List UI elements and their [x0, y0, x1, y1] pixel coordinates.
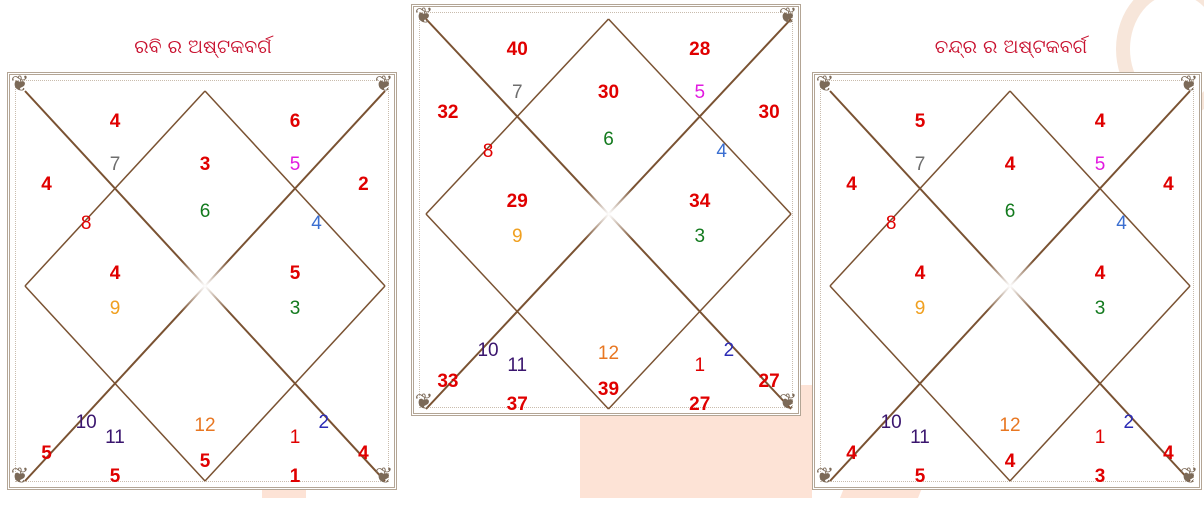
- corner-ornament-icon: ❦: [410, 3, 438, 31]
- corner-ornament-icon: ❦: [811, 463, 839, 491]
- house-bindu-score: 4: [1095, 263, 1106, 285]
- sun-chart-title: ରବି ର ଅଷ୍ଟକବର୍ଗ: [22, 36, 384, 58]
- house-sign-number: 11: [105, 427, 125, 449]
- house-bindu-score: 5: [915, 466, 926, 488]
- house-sign-number: 2: [1124, 412, 1135, 434]
- house-sign-number: 1: [1095, 427, 1106, 449]
- house-sign-number: 7: [512, 82, 523, 104]
- house-sign-number: 9: [512, 226, 523, 248]
- house-sign-number: 5: [1095, 154, 1106, 176]
- house-bindu-score: 4: [1163, 443, 1174, 465]
- house-bindu-score: 5: [41, 443, 52, 465]
- house-bindu-score: 30: [598, 82, 619, 104]
- house-bindu-score: 4: [110, 263, 121, 285]
- corner-ornament-icon: ❦: [6, 463, 34, 491]
- house-sign-number: 4: [1116, 213, 1127, 235]
- house-bindu-score: 4: [1095, 111, 1106, 133]
- house-sign-number: 6: [603, 129, 614, 151]
- house-bindu-score: 4: [110, 111, 121, 133]
- corner-ornament-icon: ❦: [410, 389, 438, 417]
- corner-ornament-icon: ❦: [774, 389, 802, 417]
- house-bindu-score: 3: [200, 154, 211, 176]
- house-bindu-score: 4: [358, 443, 369, 465]
- house-bindu-score: 28: [689, 39, 710, 61]
- house-sign-number: 3: [1095, 298, 1106, 320]
- house-bindu-score: 4: [41, 174, 52, 196]
- house-bindu-score: 40: [507, 39, 528, 61]
- corner-ornament-icon: ❦: [1175, 463, 1203, 491]
- house-bindu-score: 32: [437, 102, 458, 124]
- house-bindu-score: 34: [689, 191, 710, 213]
- corner-ornament-icon: ❦: [370, 463, 398, 491]
- house-bindu-score: 5: [110, 466, 121, 488]
- house-sign-number: 11: [507, 355, 527, 377]
- house-sign-number: 9: [110, 298, 121, 320]
- house-bindu-score: 5: [290, 263, 301, 285]
- corner-ornament-icon: ❦: [1175, 71, 1203, 99]
- house-sign-number: 9: [915, 298, 926, 320]
- house-sign-number: 4: [716, 141, 727, 163]
- house-bindu-score: 29: [507, 191, 528, 213]
- house-sign-number: 5: [290, 154, 301, 176]
- house-bindu-score: 4: [1163, 174, 1174, 196]
- house-sign-number: 6: [200, 201, 211, 223]
- house-bindu-score: 4: [915, 263, 926, 285]
- house-bindu-score: 1: [290, 466, 301, 488]
- house-sign-number: 2: [724, 340, 735, 362]
- house-sign-number: 4: [311, 213, 322, 235]
- house-bindu-score: 2: [358, 174, 369, 196]
- house-sign-number: 12: [598, 343, 619, 365]
- house-sign-number: 11: [910, 427, 930, 449]
- house-sign-number: 2: [319, 412, 330, 434]
- center-glow: [170, 251, 240, 321]
- house-sign-number: 8: [886, 213, 897, 235]
- house-bindu-score: 3: [1095, 466, 1106, 488]
- house-bindu-score: 4: [1005, 451, 1016, 473]
- house-bindu-score: 5: [200, 451, 211, 473]
- house-bindu-score: 37: [507, 394, 528, 416]
- moon-chart-title: ଚନ୍ଦ୍ର ର ଅଷ୍ଟକବର୍ଗ: [830, 36, 1192, 58]
- center-glow: [975, 251, 1045, 321]
- house-bindu-score: 5: [915, 111, 926, 133]
- house-bindu-score: 6: [290, 111, 301, 133]
- corner-ornament-icon: ❦: [811, 71, 839, 99]
- house-bindu-score: 4: [1005, 154, 1016, 176]
- house-sign-number: 12: [999, 415, 1020, 437]
- house-sign-number: 5: [694, 82, 705, 104]
- house-sign-number: 3: [290, 298, 301, 320]
- house-sign-number: 10: [881, 412, 902, 434]
- house-sign-number: 7: [915, 154, 926, 176]
- house-bindu-score: 27: [689, 394, 710, 416]
- house-bindu-score: 30: [759, 102, 780, 124]
- house-sign-number: 6: [1005, 201, 1016, 223]
- house-bindu-score: 39: [598, 379, 619, 401]
- house-sign-number: 8: [81, 213, 92, 235]
- house-bindu-score: 4: [846, 443, 857, 465]
- corner-ornament-icon: ❦: [370, 71, 398, 99]
- house-sign-number: 7: [110, 154, 121, 176]
- house-bindu-score: 4: [846, 174, 857, 196]
- house-sign-number: 1: [694, 355, 705, 377]
- corner-ornament-icon: ❦: [774, 3, 802, 31]
- house-sign-number: 3: [694, 226, 705, 248]
- house-sign-number: 12: [194, 415, 215, 437]
- house-sign-number: 10: [76, 412, 97, 434]
- center-glow: [574, 179, 644, 249]
- corner-ornament-icon: ❦: [6, 71, 34, 99]
- house-sign-number: 8: [483, 141, 494, 163]
- house-bindu-score: 33: [437, 371, 458, 393]
- house-sign-number: 1: [290, 427, 301, 449]
- house-sign-number: 10: [477, 340, 498, 362]
